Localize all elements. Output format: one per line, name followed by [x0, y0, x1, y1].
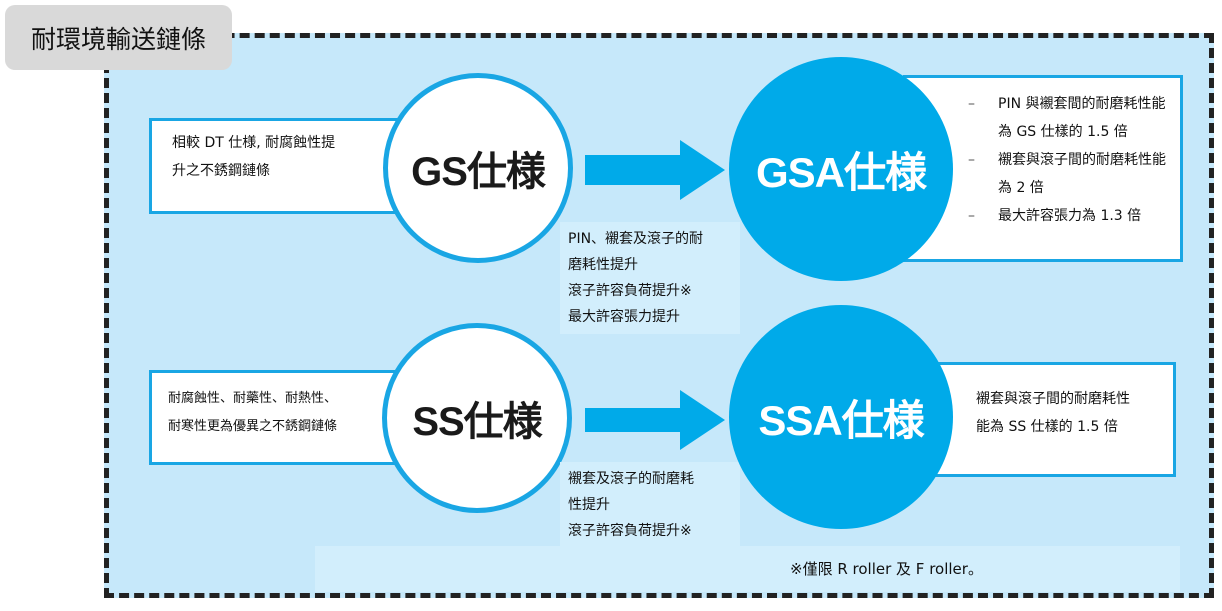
note-line: 磨耗性提升	[568, 257, 638, 273]
gsa-bullet: – 襯套與滾子間的耐磨耗性能為 2 倍	[968, 146, 1168, 202]
bullet-marker: –	[968, 96, 975, 112]
gsa-bullet: – PIN 與襯套間的耐磨耗性能為 GS 仕樣的 1.5 倍	[968, 90, 1168, 146]
ss-to-ssa-note: 襯套及滾子的耐磨耗 性提升 滾子許容負荷提升※	[560, 462, 740, 546]
gs-description-box: 相較 DT 仕様, 耐腐蝕性提 升之不銹鋼鏈條	[149, 118, 399, 214]
note-line: 滾子許容負荷提升※	[568, 523, 692, 539]
gsa-bullet: – 最大許容張力為 1.3 倍	[968, 202, 1168, 230]
bullet-text: 最大許容張力為 1.3 倍	[998, 208, 1142, 224]
page-title: 耐環境輸送鏈條	[5, 5, 232, 70]
footnote-box: ※僅限 R roller 及 F roller。	[315, 546, 1180, 592]
bullet-marker: –	[968, 152, 975, 168]
ssa-spec-circle: SSA仕様	[729, 305, 953, 529]
gsa-spec-circle: GSA仕様	[729, 57, 953, 281]
arrow-right-icon	[585, 390, 725, 450]
ssa-desc-line: 襯套與滾子間的耐磨耗性	[976, 391, 1130, 407]
ssa-description-box: 襯套與滾子間的耐磨耗性 能為 SS 仕樣的 1.5 倍	[903, 362, 1176, 477]
note-line: 滾子許容負荷提升※	[568, 283, 692, 299]
gsa-spec-label: GSA仕様	[755, 148, 927, 196]
ss-description-box: 耐腐蝕性、耐藥性、耐熱性、 耐寒性更為優異之不銹鋼鏈條	[149, 370, 399, 465]
gs-spec-circle: GS仕様	[383, 73, 573, 263]
note-line: 襯套及滾子的耐磨耗	[568, 471, 694, 487]
arrow-right-icon	[585, 140, 725, 200]
ss-spec-circle: SS仕様	[382, 323, 572, 513]
gs-desc-line: 升之不銹鋼鏈條	[172, 163, 270, 179]
ssa-spec-label: SSA仕様	[758, 396, 924, 444]
gs-to-gsa-note: PIN、襯套及滾子的耐 磨耗性提升 滾子許容負荷提升※ 最大許容張力提升	[560, 222, 740, 334]
footnote: ※僅限 R roller 及 F roller。	[790, 560, 983, 578]
bullet-marker: –	[968, 208, 975, 224]
ss-desc-line: 耐腐蝕性、耐藥性、耐熱性、	[168, 391, 338, 406]
ss-spec-label: SS仕様	[412, 400, 542, 444]
gsa-description-box: – PIN 與襯套間的耐磨耗性能為 GS 仕樣的 1.5 倍 – 襯套與滾子間的耐磨…	[903, 75, 1183, 262]
gs-desc-line: 相較 DT 仕様, 耐腐蝕性提	[172, 135, 336, 151]
bullet-text: 襯套與滾子間的耐磨耗性能為 2 倍	[998, 152, 1166, 196]
note-line: 性提升	[568, 497, 610, 513]
note-line: 最大許容張力提升	[568, 309, 680, 325]
bullet-text: PIN 與襯套間的耐磨耗性能為 GS 仕樣的 1.5 倍	[998, 96, 1166, 140]
gs-spec-label: GS仕様	[411, 150, 546, 194]
ssa-desc-line: 能為 SS 仕樣的 1.5 倍	[976, 419, 1118, 435]
note-line: PIN、襯套及滾子的耐	[568, 231, 704, 247]
ss-desc-line: 耐寒性更為優異之不銹鋼鏈條	[168, 419, 338, 434]
